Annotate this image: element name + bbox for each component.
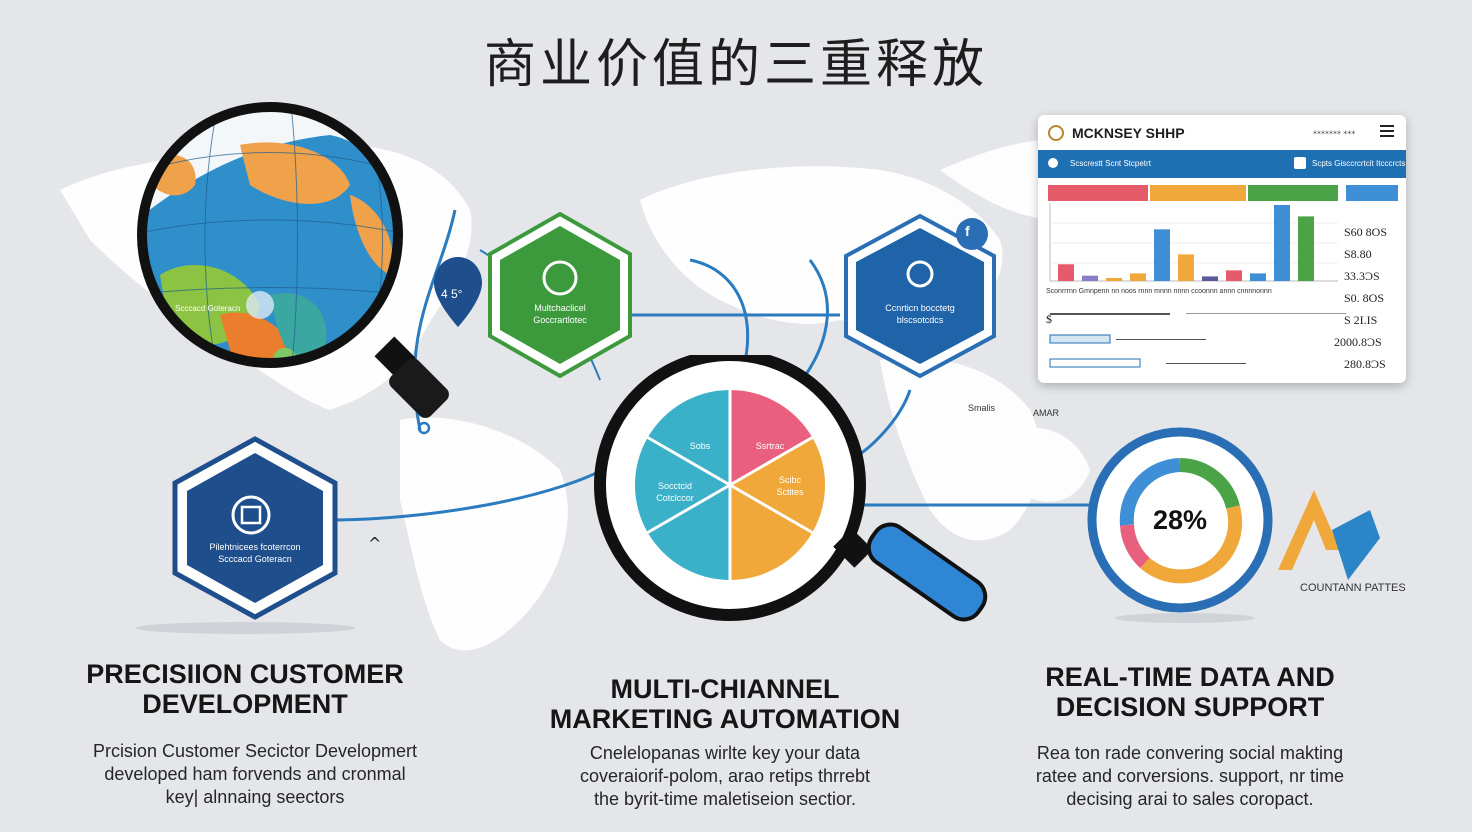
dashboard-value: S60 8OS <box>1344 225 1388 239</box>
dashboard-value: S 2I.IS <box>1344 313 1378 327</box>
logo-caption: COUNTANN PATTES <box>1300 582 1406 594</box>
hex-label-line: Pilehtnicees fcoterrcon <box>209 542 301 552</box>
dashboard-bar <box>1274 205 1290 281</box>
globe-magnifier <box>137 102 449 418</box>
section-body-line: developed ham forvends and cronmal <box>104 764 406 784</box>
legend-swatch <box>1150 185 1246 201</box>
legend-swatch <box>1248 185 1338 201</box>
donut-value: 28% <box>1152 505 1208 535</box>
dashboard-value: S0. 8OS <box>1344 291 1385 305</box>
map-label: Smalis <box>968 403 996 413</box>
legend-strip <box>1048 185 1398 201</box>
dashboard-value: 2000.8ƆS <box>1334 335 1382 349</box>
facebook-icon: f <box>965 223 970 239</box>
hex-label-line: Scccacd Goteracn <box>218 554 292 564</box>
section-heading: DECISION SUPPORT <box>1055 692 1325 722</box>
section-body-line: key| alnnaing seectors <box>165 787 345 807</box>
dashboard-value: 280.8ƆS <box>1344 357 1386 371</box>
pin-label: 4 5° <box>441 287 463 301</box>
section-body-line: the byrit-time maletiseion sectior. <box>593 789 857 809</box>
dashboard-chart <box>1048 185 1398 368</box>
dashboard-bar <box>1250 273 1266 281</box>
hex-label-line: Goccrartlotec <box>533 315 587 325</box>
dashboard-toolbar <box>1038 150 1406 178</box>
dashboard-bar <box>1106 277 1122 281</box>
dashboard-bar <box>1226 270 1242 281</box>
dashboard-bar <box>1130 273 1146 281</box>
page-title: 商业价值的三重释放 <box>483 35 988 95</box>
whatsapp-icon <box>549 267 571 289</box>
dashboard-bar <box>1178 254 1194 281</box>
toolbar-dot-icon <box>1048 158 1058 168</box>
axis-caption: Sconrrrnn Gmnpenn nn noos rnnn mnnn nnnn… <box>1046 288 1272 295</box>
pie-label: Sobs <box>689 441 711 451</box>
brand-logo-icon <box>1048 125 1064 141</box>
blue-hexagon <box>844 213 996 379</box>
section-body-line: decising arai to sales coropact. <box>1066 789 1314 809</box>
dashboard-bar <box>1202 276 1218 281</box>
dashboard-brand: MCKNSEY SHHP <box>1072 125 1185 141</box>
hex-label-line: blscsotcdcs <box>896 315 944 325</box>
dashboard-bar <box>1154 229 1170 281</box>
navy-hexagon <box>172 436 338 620</box>
section-heading: DEVELOPMENT <box>142 689 348 719</box>
hex-label-line: Multchaclicel <box>534 303 586 313</box>
caret-icon: ^ <box>368 534 382 553</box>
pie-magnifier <box>594 355 988 622</box>
section-body-line: Cnelelopanas wirlte key your data <box>589 743 861 763</box>
toolbar-label: Scpts Gisccrcrtcit Itcccrcts <box>1312 159 1406 168</box>
map-pin-icon <box>434 257 482 327</box>
menu-icon[interactable] <box>1380 125 1394 137</box>
section-body-line: coveraiorif-polom, arao retips thrrebt <box>579 766 871 786</box>
bar-group <box>1058 205 1314 281</box>
legend-swatch <box>1048 185 1148 201</box>
dashboard-value: 33.3ƆS <box>1344 269 1380 283</box>
dashboard-value: S8.80 <box>1344 247 1372 261</box>
dashboard-card: MCKNSEY SHHP ⁎⁎⁎⁎⁎⁎⁎ ⁎⁎⁎ Scscrestt Scnt … <box>1038 115 1406 383</box>
donut-gauge <box>1087 427 1273 613</box>
map-label: AMAR <box>1033 408 1060 418</box>
pie-label: Ssrtrac <box>755 441 785 451</box>
pie-label: Scibc Sctites <box>776 475 804 497</box>
dashboard-bar <box>1298 216 1314 281</box>
hex-label-line: Ccnrticn bocctetg <box>885 303 955 313</box>
section-heading: PRECISIION CUSTOMER <box>86 659 404 689</box>
section-heading: MARKETING AUTOMATION <box>549 704 901 734</box>
dashboard-bar <box>1082 275 1098 281</box>
dashboard-bar <box>1058 264 1074 281</box>
pie-label: Socctcid Cotclccor <box>656 481 694 503</box>
money-sign: $ <box>1046 312 1052 326</box>
toolbar-icon[interactable] <box>1294 157 1306 169</box>
green-hexagon <box>488 211 632 379</box>
section-body-line: Prcision Customer Secictor Developmert <box>92 741 418 761</box>
logo-mark <box>1278 490 1380 580</box>
toolbar-label: Scscrestt Scnt Stcpetrt <box>1070 159 1151 168</box>
header-dots: ⁎⁎⁎⁎⁎⁎⁎ ⁎⁎⁎ <box>1313 127 1356 136</box>
legend-swatch <box>1346 185 1398 201</box>
section-heading: MULTI-CHIANNEL <box>610 674 840 704</box>
section-heading: REAL-TIME DATA AND <box>1045 662 1335 692</box>
section-body-line: ratee and corversions. support, nr time <box>1035 766 1345 786</box>
section-body-line: Rea ton rade convering social makting <box>1036 743 1344 763</box>
globe-label: Scccacd Goteracn <box>175 304 241 313</box>
